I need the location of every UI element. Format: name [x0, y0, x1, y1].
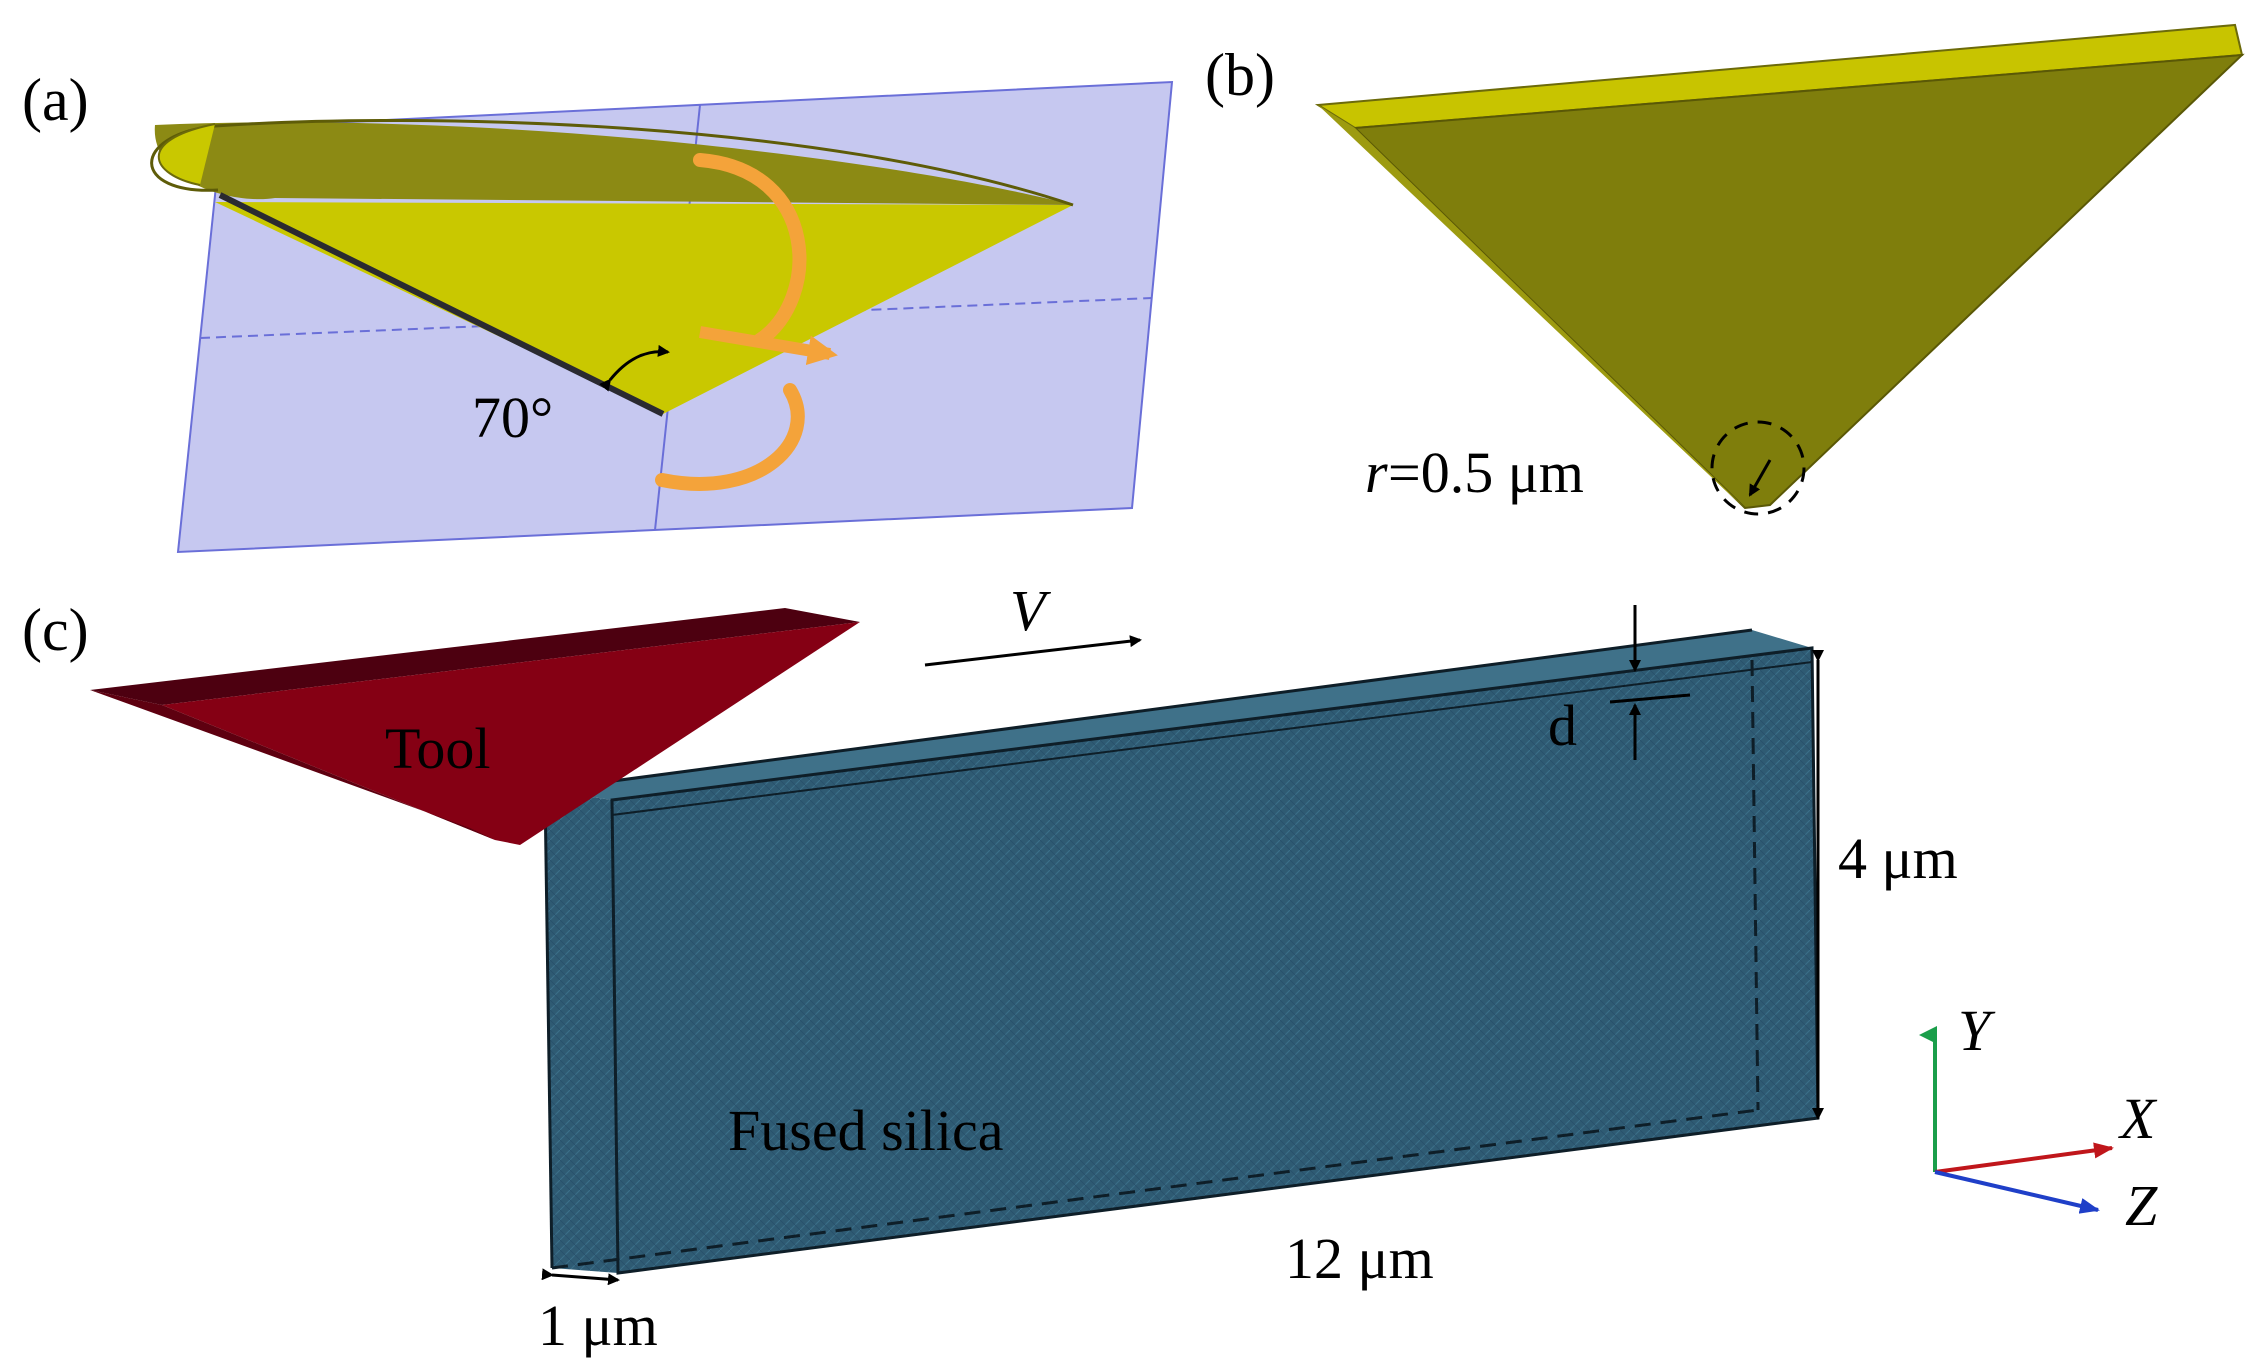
workpiece-hidden-vertical: [1750, 659, 1760, 1111]
x-axis-label: X: [2118, 1086, 2158, 1151]
panel-b-label: (b): [1205, 42, 1275, 108]
velocity-arrow: [924, 635, 1142, 667]
panel-c-label: (c): [22, 597, 89, 663]
workpiece-left-edge: [543, 789, 554, 1269]
tip-radius-arrow: [1748, 459, 1772, 497]
angle-label: 70°: [472, 385, 553, 450]
panel-c: (c) Tool V d 4 μm 12 μm 1 μm F: [22, 578, 1958, 1358]
x-axis-arrow: [1934, 1142, 2114, 1174]
cone-top-edge: [150, 118, 1074, 207]
rotation-arrow-top: [693, 153, 807, 347]
workpiece-top-edge: [544, 628, 1753, 792]
tool-c-top-strip: [90, 608, 860, 705]
length-label: 12 μm: [1285, 1226, 1434, 1291]
z-axis-label: Z: [2125, 1173, 2158, 1238]
workpiece-front-face: [610, 646, 1820, 1275]
rotation-arrow-bottom: [655, 383, 805, 491]
coordinate-axes: Y X Z: [1919, 998, 2158, 1238]
depth-tick: [1609, 693, 1691, 704]
rotation-axis-arrow: [698, 326, 838, 366]
z-axis-arrow: [1934, 1170, 2100, 1214]
workpiece-cut-depth-line: [611, 661, 1813, 816]
radius-value: =0.5 μm: [1388, 440, 1584, 505]
tool-c-face: [162, 622, 860, 845]
workpiece-top-face: [545, 630, 1812, 800]
width-label: 1 μm: [538, 1293, 658, 1358]
cone-body: [215, 202, 1073, 414]
tool-b-side-face: [1318, 105, 1745, 508]
velocity-label: V: [1010, 578, 1052, 643]
tool-label: Tool: [385, 716, 491, 781]
depth-label: d: [1548, 693, 1577, 758]
width-dimension-line: [541, 1268, 620, 1286]
panel-a: (a) 70°: [22, 67, 1174, 554]
panel-b: (b) r =0.5 μm: [1205, 23, 2245, 516]
workpiece-label: Fused silica: [728, 1098, 1003, 1163]
panel-a-label: (a): [22, 67, 89, 133]
radius-variable: r: [1365, 440, 1388, 505]
y-axis-label: Y: [1958, 998, 1996, 1063]
workpiece-hidden-bottom: [551, 1108, 1759, 1270]
cone-left-rim: [157, 123, 216, 186]
tip-radius-circle: [1710, 420, 1806, 516]
height-label: 4 μm: [1838, 826, 1958, 891]
workpiece-side-face: [545, 790, 618, 1273]
cone-left-edge: [218, 192, 665, 417]
cone-back-face: [154, 122, 1074, 205]
angle-arc: [599, 344, 670, 392]
